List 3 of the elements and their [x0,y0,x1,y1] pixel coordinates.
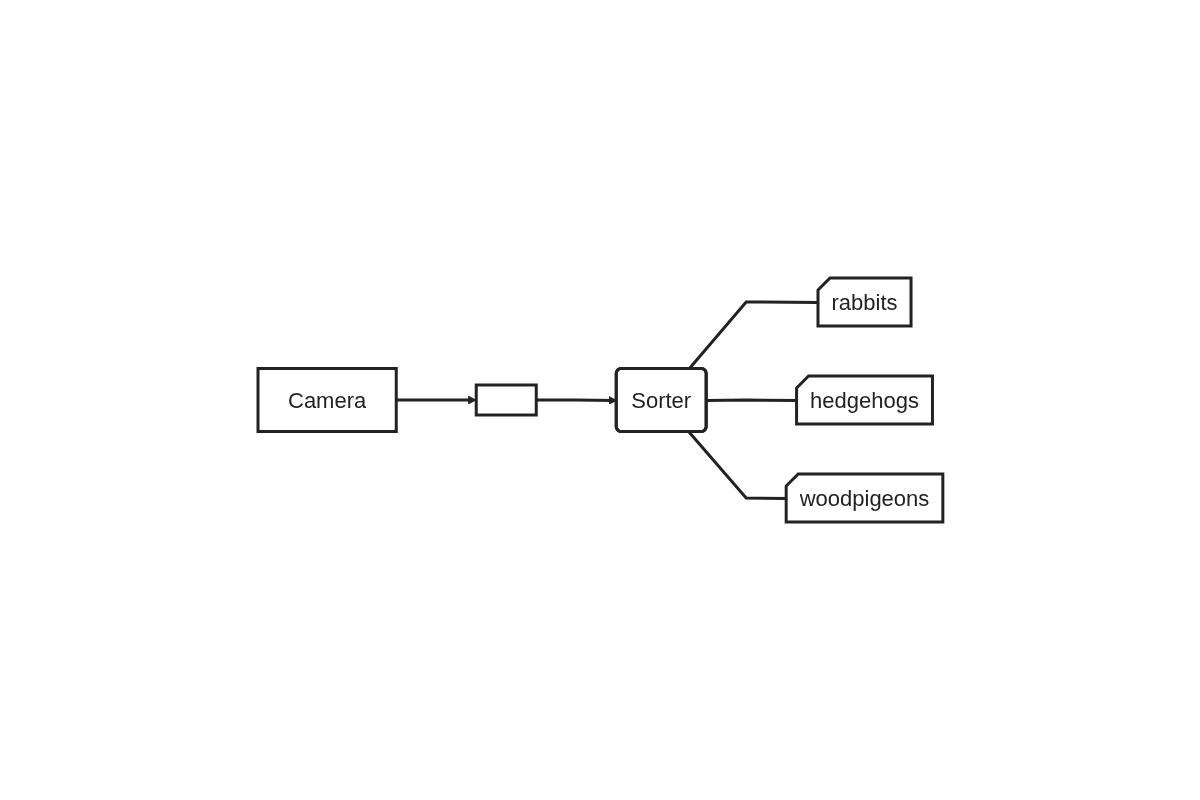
node-box [474,383,538,417]
node-box: Camera [256,367,398,433]
connector [706,398,797,402]
